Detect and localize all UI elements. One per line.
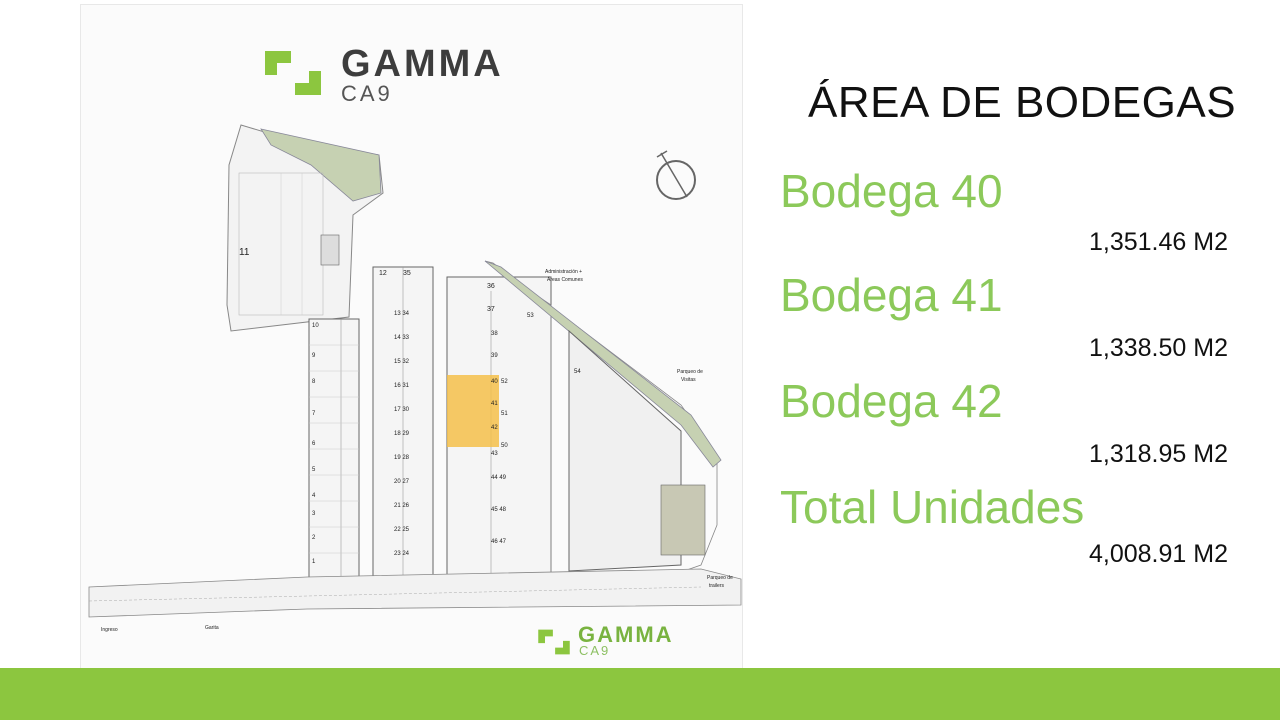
bottom-accent-bar bbox=[0, 668, 1280, 720]
unit-label-23-24: 23 24 bbox=[394, 551, 410, 557]
label-admin-line-2: Áreas Comunes bbox=[547, 276, 583, 283]
gamma-mark-icon bbox=[265, 51, 321, 95]
unit-label-54: 54 bbox=[574, 369, 581, 375]
label-admin-line-1: Administración + bbox=[545, 269, 582, 275]
unit-label-22-25: 22 25 bbox=[394, 527, 410, 533]
unit-label-45-48: 45 48 bbox=[491, 507, 507, 513]
unit-label-21-26: 21 26 bbox=[394, 503, 410, 509]
unit-label-51: 51 bbox=[501, 411, 508, 417]
unit-label-20-27: 20 27 bbox=[394, 479, 410, 485]
unit-label-9: 9 bbox=[312, 353, 316, 359]
unit-label-39: 39 bbox=[491, 353, 498, 359]
unit-name-total: Total Unidades bbox=[780, 481, 1085, 533]
unit-label-2: 2 bbox=[312, 535, 316, 541]
unit-name-bodega-41: Bodega 41 bbox=[780, 269, 1003, 321]
label-entrance: Ingreso bbox=[101, 627, 118, 633]
block-units-12-35: 12 35 13 34 14 33 15 32 16 31 17 30 18 2… bbox=[372, 266, 434, 584]
unit-label-37: 37 bbox=[487, 306, 495, 313]
unit-label-52: 52 bbox=[501, 379, 508, 385]
page-title: ÁREA DE BODEGAS bbox=[808, 78, 1237, 127]
unit-label-7: 7 bbox=[312, 411, 316, 417]
building-11: 11 bbox=[226, 124, 384, 332]
unit-label-13-34: 13 34 bbox=[394, 311, 410, 317]
unit-area-total: 4,008.91 M2 bbox=[1089, 540, 1228, 568]
unit-label-10: 10 bbox=[312, 323, 319, 329]
unit-label-1: 1 bbox=[312, 559, 316, 565]
unit-label-15-32: 15 32 bbox=[394, 359, 410, 365]
unit-area-bodega-41: 1,338.50 M2 bbox=[1089, 334, 1228, 362]
unit-name-bodega-40: Bodega 40 bbox=[780, 165, 1003, 217]
unit-label-12: 12 bbox=[379, 270, 387, 277]
unit-label-40: 40 bbox=[491, 379, 498, 385]
logo-sub-text: CA9 bbox=[341, 81, 393, 106]
label-guardhouse: Garita bbox=[205, 625, 219, 631]
unit-area-bodega-40: 1,351.46 M2 bbox=[1089, 228, 1228, 256]
unit-label-5: 5 bbox=[312, 467, 316, 473]
access-road: Ingreso Garita Parqueo de trailers bbox=[88, 568, 742, 633]
unit-label-43: 43 bbox=[491, 451, 498, 457]
site-plan-drawing: 11 10 8 7 6 5 4 3 2 1 9 bbox=[88, 124, 742, 633]
unit-label-46-47: 46 47 bbox=[491, 539, 507, 545]
logo-brand-text: GAMMA bbox=[341, 43, 504, 85]
unit-label-44-49: 44 49 bbox=[491, 475, 507, 481]
highlight-bodegas-40-42 bbox=[447, 375, 499, 447]
unit-label-11: 11 bbox=[239, 247, 250, 258]
unit-label-6: 6 bbox=[312, 441, 316, 447]
label-visitor-parking-line-1: Parqueo de bbox=[677, 369, 703, 375]
gamma-logo-top: GAMMA CA9 bbox=[261, 41, 561, 111]
logo-bottom-brand-text: GAMMA bbox=[578, 622, 674, 647]
site-plan-panel: 11 10 8 7 6 5 4 3 2 1 9 bbox=[80, 4, 743, 669]
logo-bottom-sub-text: CA9 bbox=[579, 643, 611, 658]
block-units-36-53: 36 37 38 39 40 41 42 43 53 52 51 50 44 4… bbox=[446, 276, 552, 576]
unit-label-3: 3 bbox=[312, 511, 316, 517]
unit-label-14-33: 14 33 bbox=[394, 335, 410, 341]
label-trailer-parking-line-2: trailers bbox=[709, 583, 725, 589]
gamma-logo-bottom: GAMMA CA9 bbox=[536, 622, 716, 662]
unit-label-16-31: 16 31 bbox=[394, 383, 410, 389]
block-unit-54: 54 Administración + Áreas Comunes Parque… bbox=[484, 260, 722, 580]
unit-label-36: 36 bbox=[487, 283, 495, 290]
areas-panel: ÁREA DE BODEGAS Bodega 40 1,351.46 M2 Bo… bbox=[760, 0, 1280, 668]
unit-label-19-28: 19 28 bbox=[394, 455, 410, 461]
unit-label-38: 38 bbox=[491, 331, 498, 337]
gamma-mark-small-icon bbox=[538, 629, 570, 655]
unit-name-bodega-42: Bodega 42 bbox=[780, 375, 1003, 427]
label-trailer-parking-line-1: Parqueo de bbox=[707, 575, 733, 581]
label-visitor-parking-line-2: Visitas bbox=[681, 377, 696, 383]
unit-label-50: 50 bbox=[501, 443, 508, 449]
unit-label-4: 4 bbox=[312, 493, 316, 499]
north-arrow-icon bbox=[656, 150, 696, 200]
unit-label-17-30: 17 30 bbox=[394, 407, 410, 413]
block-units-1-10: 10 8 7 6 5 4 3 2 1 9 bbox=[308, 318, 360, 584]
unit-label-42: 42 bbox=[491, 425, 498, 431]
unit-label-41: 41 bbox=[491, 401, 498, 407]
unit-area-bodega-42: 1,318.95 M2 bbox=[1089, 440, 1228, 468]
unit-label-18-29: 18 29 bbox=[394, 431, 410, 437]
unit-label-53: 53 bbox=[527, 313, 534, 319]
unit-label-8: 8 bbox=[312, 379, 316, 385]
unit-label-35: 35 bbox=[403, 270, 411, 277]
